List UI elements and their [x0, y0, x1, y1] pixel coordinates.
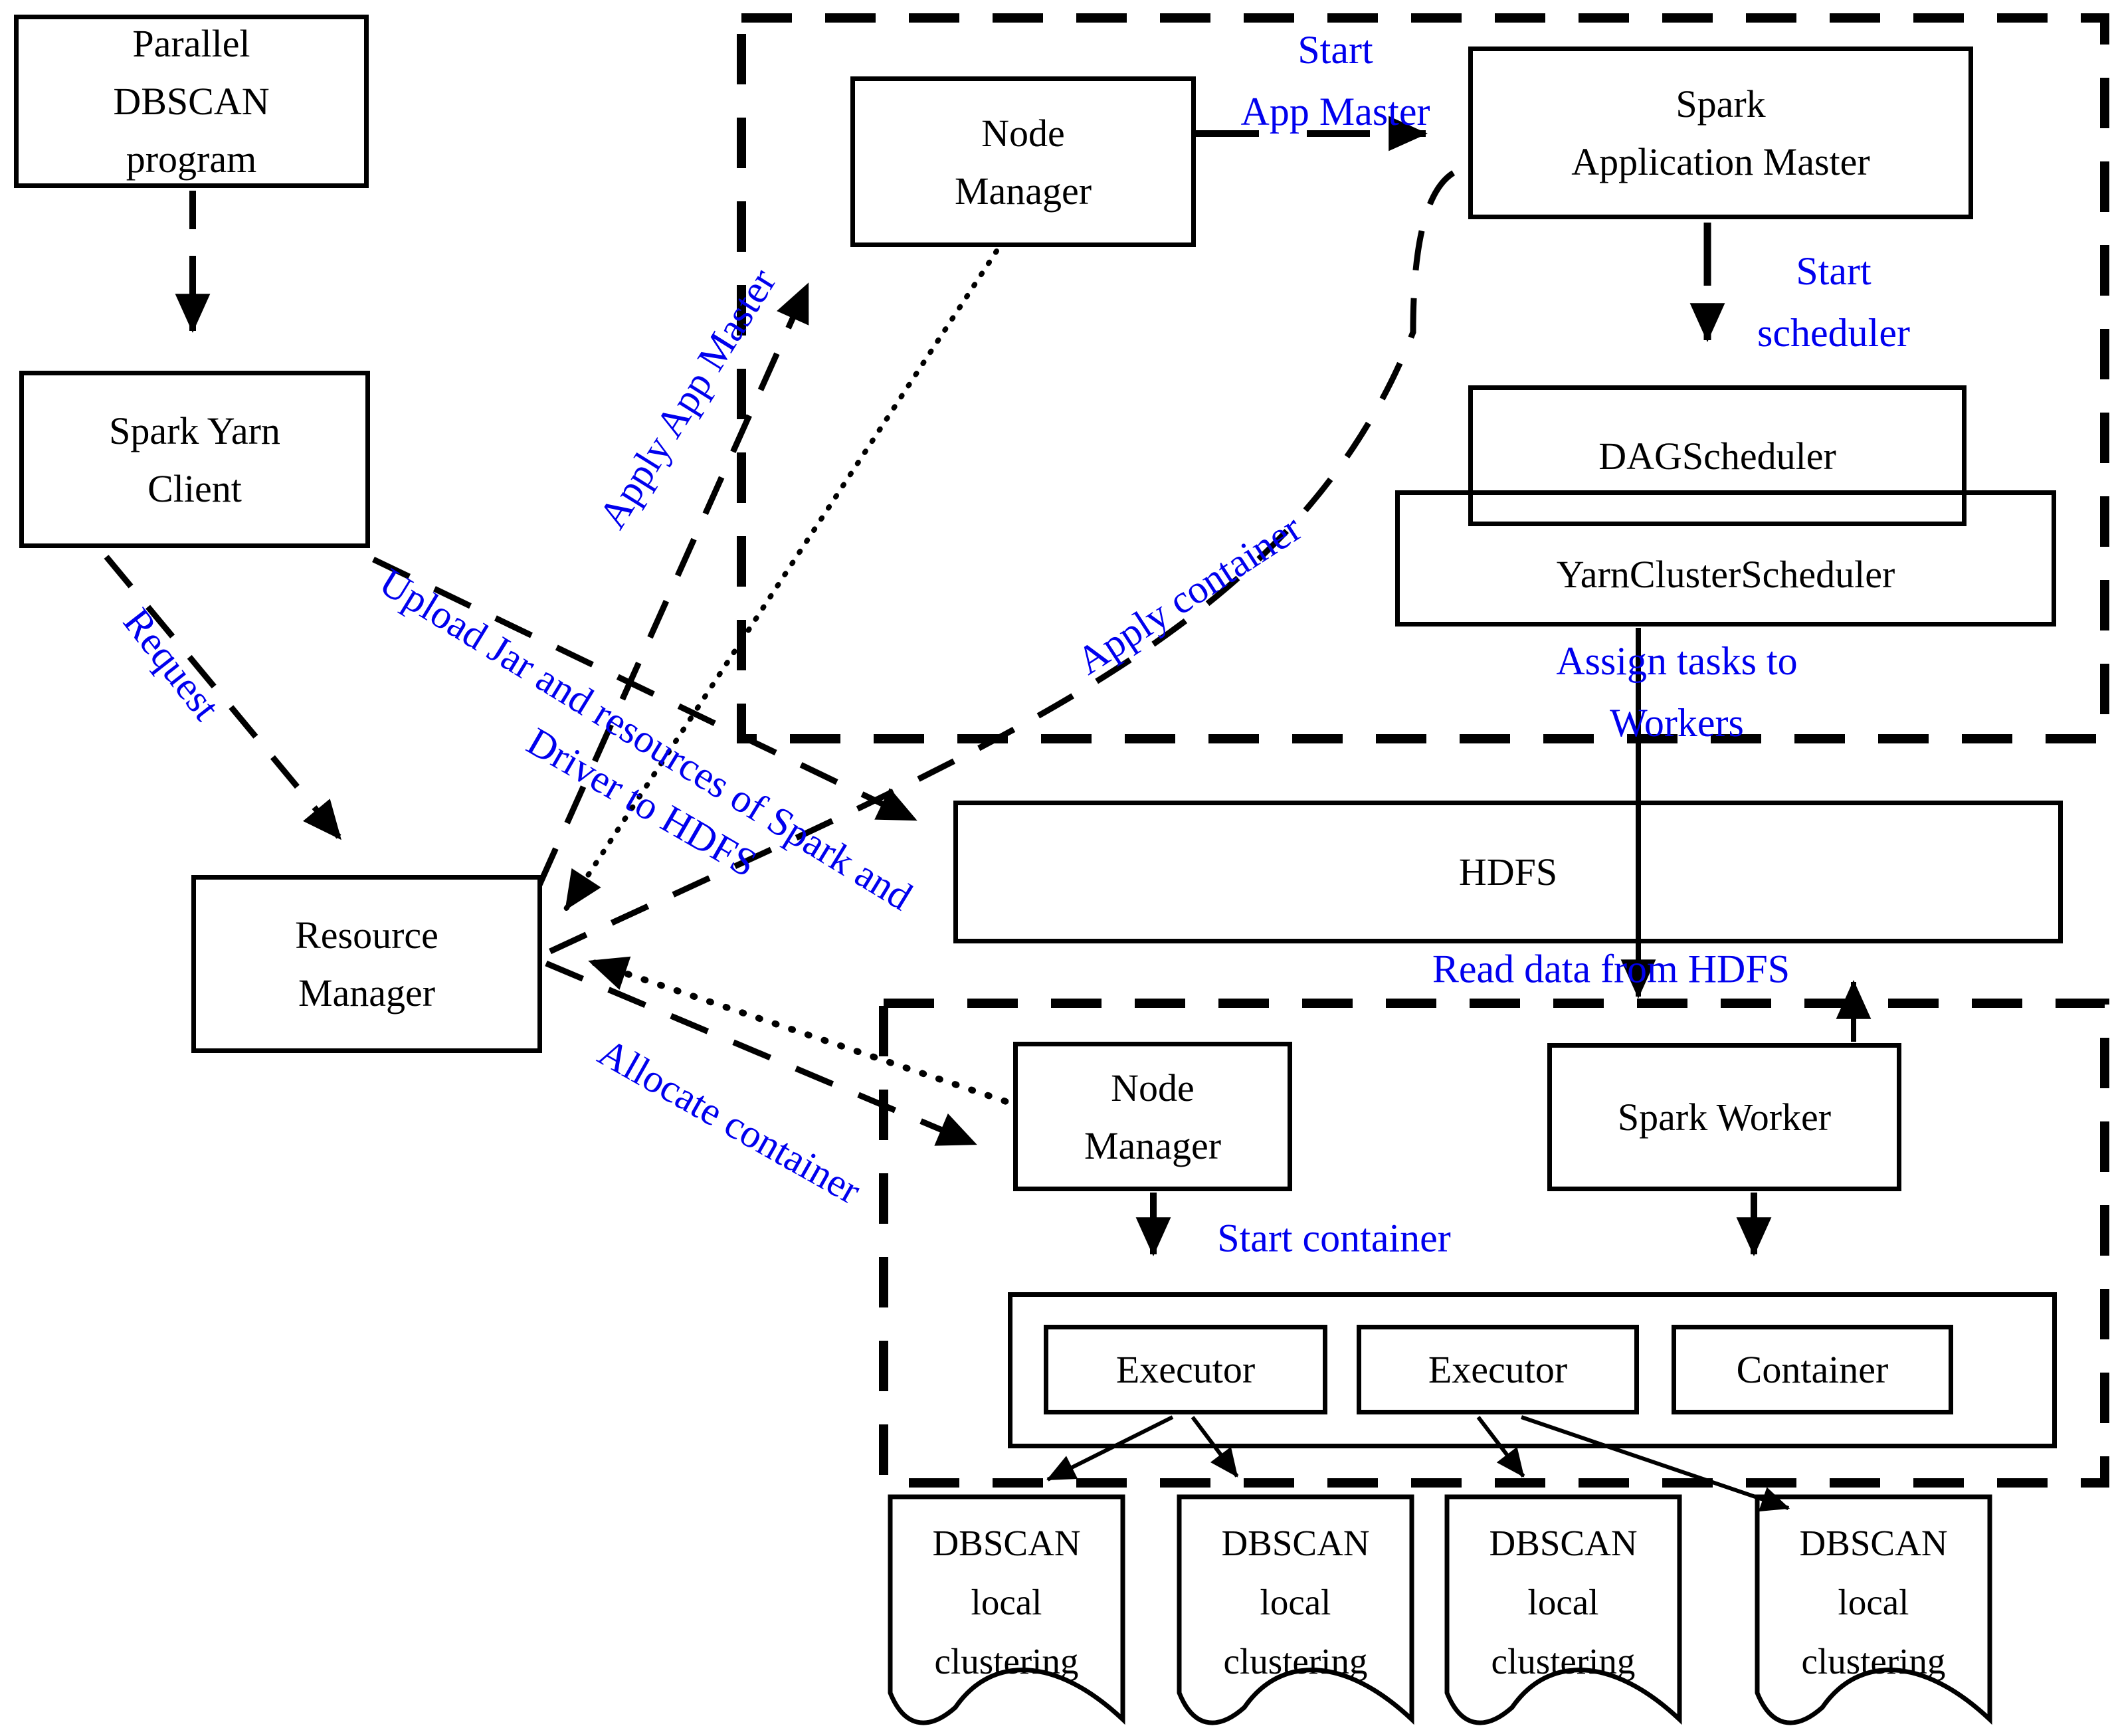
edge-executor1-doc2	[1191, 1416, 1239, 1478]
node-spark-yarn-client: Spark Yarn Client	[19, 371, 370, 548]
node-hdfs: HDFS	[953, 801, 2063, 943]
node-resource-manager: Resource Manager	[191, 875, 542, 1053]
doc-shape-4	[1755, 1494, 1992, 1725]
edge-executor2-doc3	[1476, 1416, 1525, 1478]
edge-container-report-dotted	[587, 956, 1025, 1110]
edge-executor1-doc1	[1046, 1415, 1174, 1482]
resource-manager-label: Resource Manager	[295, 914, 438, 1014]
executor-1-label: Executor	[1115, 1348, 1256, 1391]
spark-worker-label: Spark Worker	[1617, 1096, 1832, 1139]
node-spark-application-master: Spark Application Master	[1468, 47, 1973, 219]
node-manager-bottom-label: Node Manager	[1084, 1066, 1222, 1167]
node-manager-top-label: Node Manager	[954, 111, 1092, 213]
dbscan-doc-1-label: DBSCAN local clustering	[932, 1523, 1081, 1682]
doc-shape-3	[1444, 1494, 1682, 1725]
edge-nodemanager-report-dotted	[563, 248, 999, 912]
node-dag-scheduler: DAGScheduler	[1468, 385, 1967, 526]
edge-apply-app-master	[536, 282, 811, 886]
dbscan-doc-3-label: DBSCAN local clustering	[1489, 1523, 1638, 1682]
edge-apply-container	[549, 165, 1466, 955]
doc-shape-1	[888, 1494, 1125, 1725]
node-node-manager-top: Node Manager	[850, 76, 1196, 247]
dag-scheduler-label: DAGScheduler	[1598, 434, 1836, 478]
dbscan-doc-4-label: DBSCAN local clustering	[1799, 1523, 1948, 1682]
spark-application-master-label: Spark Application Master	[1571, 82, 1870, 183]
executor-2-label: Executor	[1428, 1348, 1568, 1391]
node-parallel-dbscan-program: Parallel DBSCAN program	[14, 15, 369, 188]
node-node-manager-bottom: Node Manager	[1013, 1042, 1292, 1191]
container-label: Container	[1736, 1348, 1889, 1391]
parallel-dbscan-label: Parallel DBSCAN program	[113, 22, 270, 181]
spark-yarn-client-label: Spark Yarn Client	[109, 409, 280, 510]
yarn-master-cluster-border	[737, 13, 2109, 743]
edge-upload-jar	[372, 556, 917, 823]
worker-cluster-border	[879, 999, 2109, 1488]
node-executor-1: Executor	[1044, 1325, 1327, 1414]
doc-shape-2	[1177, 1494, 1414, 1725]
dbscan-doc-2-label: DBSCAN local clustering	[1221, 1523, 1370, 1682]
node-spark-worker: Spark Worker	[1547, 1043, 1901, 1191]
yarn-cluster-scheduler-label: YarnClusterScheduler	[1556, 553, 1895, 596]
node-yarn-cluster-scheduler: YarnClusterScheduler	[1395, 490, 2056, 627]
node-container-inner: Container	[1672, 1325, 1953, 1414]
edge-allocate-container	[545, 960, 977, 1147]
node-executor-2: Executor	[1357, 1325, 1639, 1414]
edge-executor2-doc4	[1521, 1415, 1790, 1512]
hdfs-label: HDFS	[1458, 850, 1558, 894]
